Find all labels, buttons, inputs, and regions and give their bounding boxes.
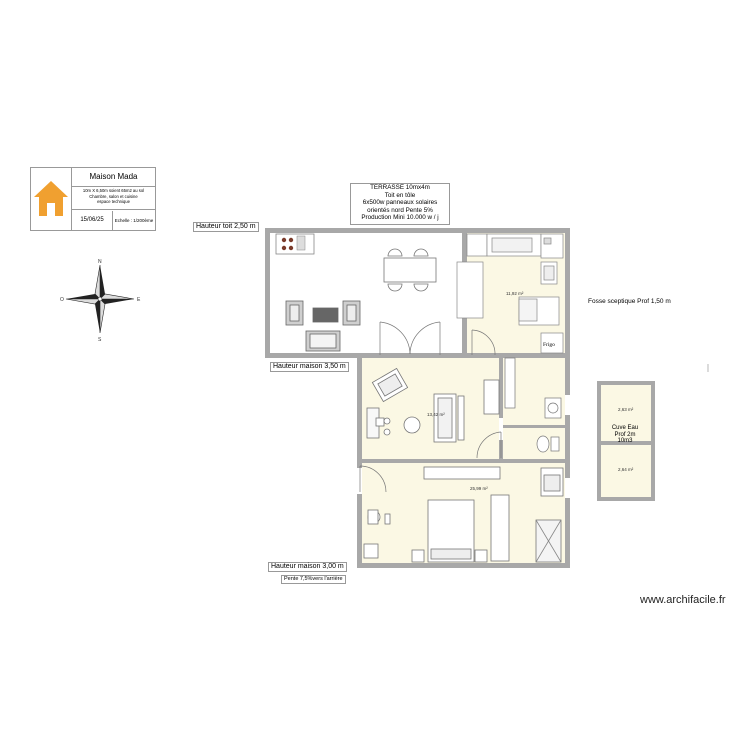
living-door [476,431,502,459]
terrace-double-door [379,321,441,355]
terrasse-note: TERRASSE 10mx4m Toit en tôle 6x500w pann… [350,183,450,225]
cuve-label: Cuve Eau Prof 2m 10m3 [600,425,650,445]
terrasse-line-2: Toit en tôle [384,191,416,199]
cuve-line-1: Cuve Eau [611,425,639,431]
lounge-set [285,300,361,352]
kitchen-counters [456,233,564,354]
title-block-date: 15/06/25 [72,211,113,230]
cuve-line-3: 10m3 [617,438,633,444]
area-cuisine: 11,92 m² [506,291,524,296]
tank-walls [597,381,655,501]
pente-label: Pente 7,5%vers l'arrière [281,575,346,584]
bedroom-furniture [363,466,564,563]
terrace-walls [265,228,467,358]
compass-e: E [137,297,141,303]
desc-line-1: 10m X 6,50m soient 65m2 au sol [82,188,145,193]
terrasse-line-1: TERRASSE 10mx4m [370,184,430,191]
title-block: Maison Mada 10m X 6,50m soient 65m2 au s… [30,167,156,231]
tank-lower-floor [601,445,651,497]
area-cuve-bas: 2,64 m² [618,467,634,472]
title-logo [31,168,72,230]
dining-set [383,248,437,292]
desc-line-3: espace technique [97,199,130,204]
hauteur-toit-label: Hauteur toit 2,50 m [193,222,259,232]
kitchen-door [471,329,496,356]
living-floor [362,357,499,459]
living-furniture [366,367,500,443]
title-block-title: Maison Mada [72,168,155,187]
compass-o: O [60,297,64,303]
fosse-label: Fosse sceptique Prof 1,50 m [588,298,671,305]
compass-n: N [98,259,102,265]
cuve-line-2: Prof 2m [614,431,636,438]
hauteur-maison-350-label: Hauteur maison 3,50 m [270,362,349,372]
area-salon: 13,42 m² [427,412,445,417]
bbq-counter [275,233,315,255]
tank-upper-floor [601,385,651,441]
compass-rose-icon [65,264,135,334]
title-block-scale: Echelle : 1/200ème [114,218,154,223]
title-block-description: 10m X 6,50m soient 65m2 au sol Chambre, … [72,187,155,210]
bedroom-door [359,465,387,493]
area-chambre: 25,99 m² [470,486,488,491]
hauteur-maison-300-label: Hauteur maison 3,00 m [268,562,347,572]
terrasse-line-4: orientés nord Pente 5% [367,206,433,214]
bathroom-fixtures [504,357,562,453]
house-icon [34,181,68,216]
watermark: www.archifacile.fr [640,594,726,606]
compass-s: S [98,337,102,343]
terrasse-line-5: Production Mini 10.000 w / j [361,214,439,222]
fridge-label: Frigo [543,342,555,348]
area-cuve-haut: 2,63 m² [618,407,634,412]
desc-line-2: Chambre, salon et cuisine [89,193,138,199]
terrasse-line-3: 6x500w panneaux solaires [362,199,438,207]
